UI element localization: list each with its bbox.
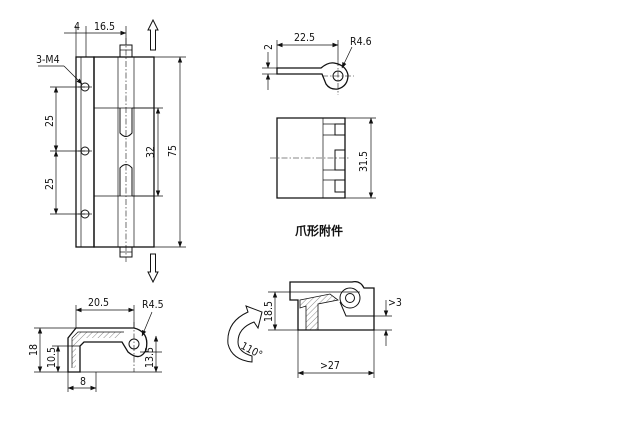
assembly-door-leaf [339, 301, 374, 317]
arrow-down-icon [147, 253, 159, 284]
dim-pitch-upper: 25 [44, 115, 56, 127]
dim-assembly-height: 18.5 [263, 301, 275, 322]
assembly-leaf-hatch [299, 293, 339, 331]
dim-claw-length: 22.5 [294, 32, 315, 44]
dim-leaf-height: 18 [28, 344, 40, 356]
dim-leaf-width: 20.5 [88, 297, 109, 309]
dim-leaf-radius: R4.5 [142, 299, 164, 311]
dim-leaf-right-height: 13.5 [144, 347, 156, 368]
claw-attachment: 22.5 2 R4.6 31.5 爪形附件 [262, 32, 376, 238]
leaf-section-view: 20.5 R4.5 18 10.5 13.5 8 [28, 297, 164, 392]
claw-teeth [323, 117, 346, 199]
arrow-up-icon [147, 18, 159, 51]
claw-notches [323, 123, 335, 181]
dim-pin-gap: 32 [145, 146, 157, 158]
leader-line [141, 311, 153, 337]
claw-profile [276, 62, 349, 90]
assembly-view: 18.5 >3 >27 110° [227, 280, 402, 378]
assembly-pin [345, 293, 355, 303]
plunger-upper [119, 108, 133, 137]
dim-rotation-angle: 110° [239, 340, 265, 361]
leaf-section-profile [67, 327, 148, 373]
dim-width-4: 4 [74, 21, 80, 33]
claw-caption: 爪形附件 [295, 223, 343, 238]
leaf-section-inner [71, 331, 124, 368]
dim-thread-3-m4: 3-M4 [36, 54, 60, 66]
dim-claw-height: 31.5 [358, 151, 370, 172]
dim-claw-radius: R4.6 [350, 36, 372, 48]
leader-line [63, 65, 83, 85]
assembly-knuckle [339, 287, 361, 309]
dim-pitch-lower: 25 [44, 178, 56, 190]
dim-leaf-base: 8 [80, 376, 86, 388]
dim-assembly-length: >27 [320, 360, 340, 372]
dim-claw-thickness: 2 [263, 44, 275, 50]
dim-width-16-5: 16.5 [94, 21, 115, 33]
leader-line [341, 46, 353, 69]
dim-leaf-inner-height: 10.5 [46, 347, 58, 368]
rotation-arrow-icon [227, 305, 263, 363]
front-view: 4 16.5 3-M4 25 25 32 75 [36, 18, 186, 284]
dim-assembly-gap: >3 [388, 297, 402, 309]
leaf-section-hatch [72, 332, 124, 368]
dim-height-75: 75 [167, 145, 179, 157]
frame-profile [289, 280, 375, 331]
